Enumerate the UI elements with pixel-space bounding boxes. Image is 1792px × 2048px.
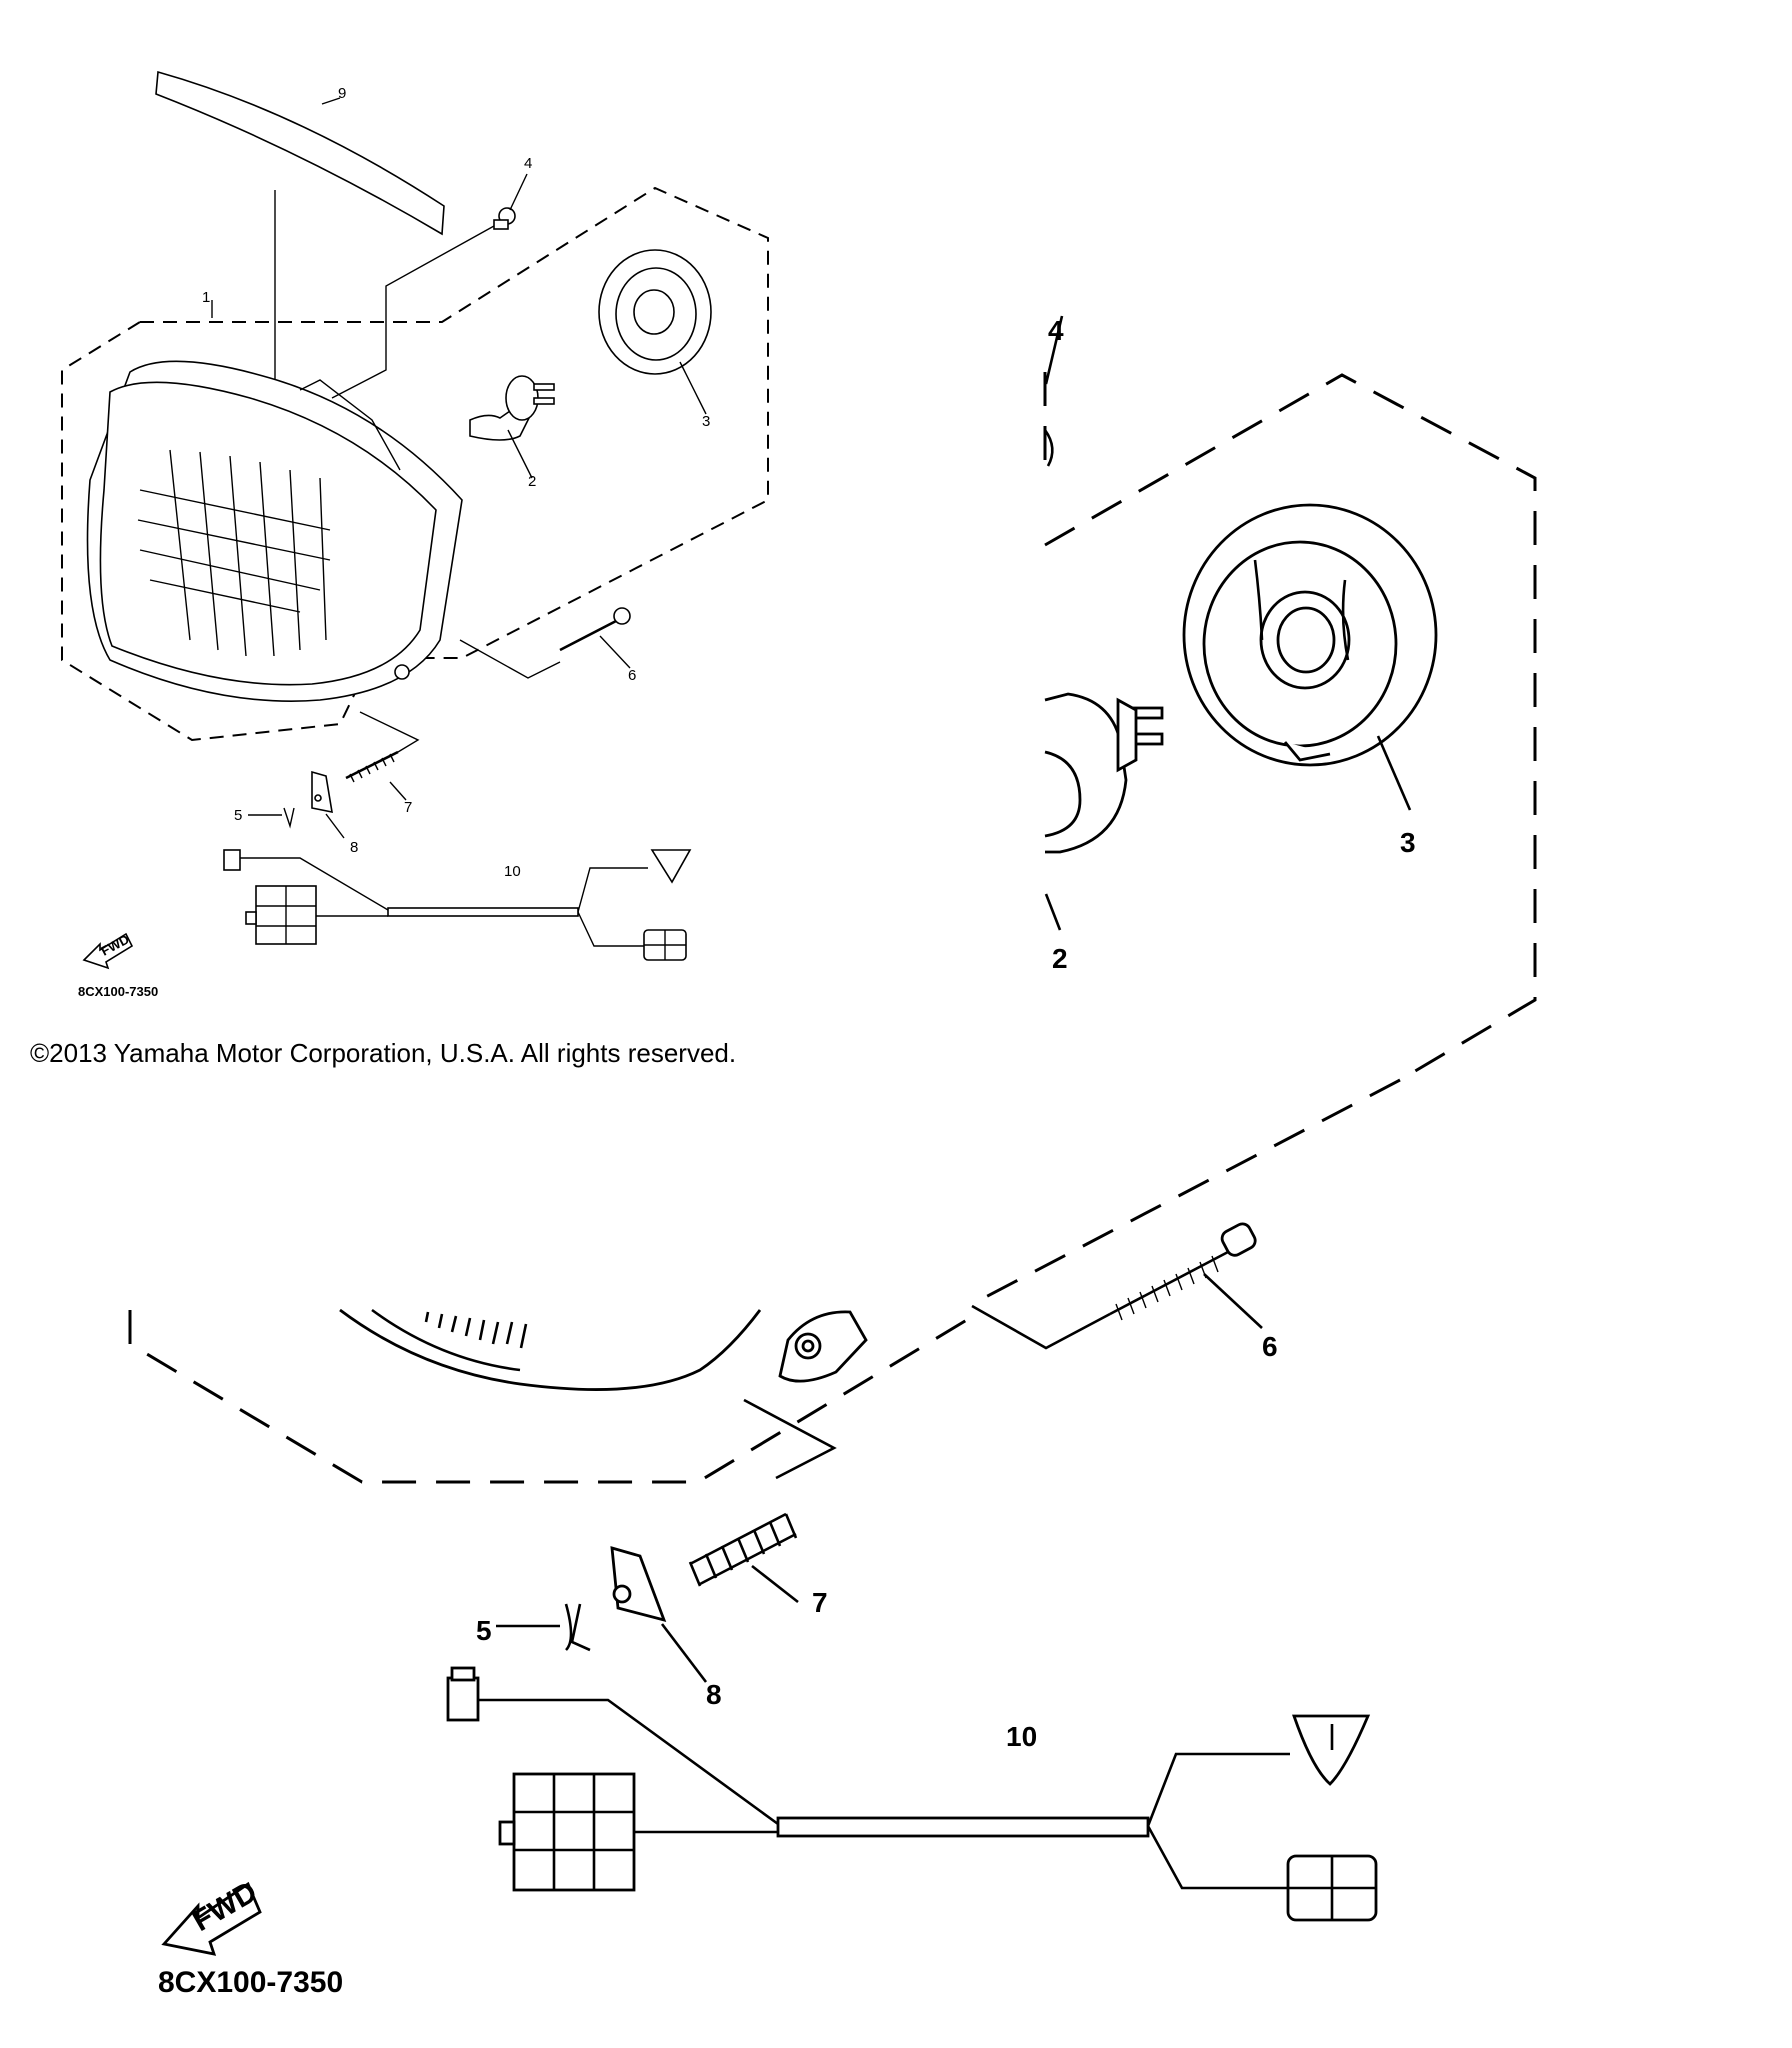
zoom-callout-5: 5 [476, 1615, 492, 1646]
spring-part [345, 750, 407, 801]
callout-1: 1 [202, 289, 210, 306]
zoom-callout-7: 7 [812, 1587, 828, 1618]
wire-harness-part [223, 849, 692, 961]
spring-part-zoom [688, 1512, 799, 1604]
zoom-callout-6: 6 [1262, 1331, 1278, 1362]
zoom-bottom-detail: FWD 6 7 5 8 10 8CX100-7350 [128, 1078, 1401, 1999]
zoom-callout-4: 4 [1048, 315, 1064, 346]
screw-part [493, 173, 528, 230]
zoom-callout-10: 10 [1006, 1721, 1037, 1752]
copyright-text: ©2013 Yamaha Motor Corporation, U.S.A. A… [30, 1038, 736, 1068]
pin-part-zoom [496, 1603, 591, 1652]
wire-harness-part-zoom [446, 1666, 1378, 1922]
bulb-part [469, 375, 555, 479]
adjusting-screw-part [559, 607, 631, 669]
callout-4: 4 [524, 155, 532, 172]
callout-7: 7 [404, 799, 412, 816]
fwd-arrow-icon: FWD [82, 932, 134, 970]
callout-2: 2 [528, 473, 536, 490]
pin-part [248, 807, 295, 829]
diagram-code-small: 8CX100-7350 [78, 984, 158, 999]
cover-part [598, 249, 712, 415]
clip-part-zoom [610, 1546, 708, 1683]
callout-3: 3 [702, 413, 710, 430]
zoom-callout-8: 8 [706, 1679, 722, 1710]
callout-5: 5 [234, 807, 242, 824]
zoom-callout-3: 3 [1400, 827, 1416, 858]
adjusting-screw-part-zoom [1109, 1222, 1263, 1329]
overview-diagram: FWD 9 4 1 2 3 6 7 5 8 10 8CX100-7350 [61, 70, 769, 999]
callout-10: 10 [504, 863, 521, 880]
cover-part-zoom [1182, 503, 1438, 811]
callout-6: 6 [628, 667, 636, 684]
clip-part [311, 770, 345, 839]
callout-8: 8 [350, 839, 358, 856]
zoom-top-detail: 4 3 2 [1043, 315, 1537, 1082]
fwd-arrow-icon-large: FWD [161, 1875, 263, 1956]
callout-9: 9 [338, 85, 346, 102]
bulb-part-zoom [1044, 692, 1164, 931]
zoom-callout-2: 2 [1052, 943, 1068, 974]
diagram-code-large: 8CX100-7350 [158, 1966, 343, 1999]
headlight-housing-part [86, 360, 463, 702]
visor-part [155, 70, 445, 236]
